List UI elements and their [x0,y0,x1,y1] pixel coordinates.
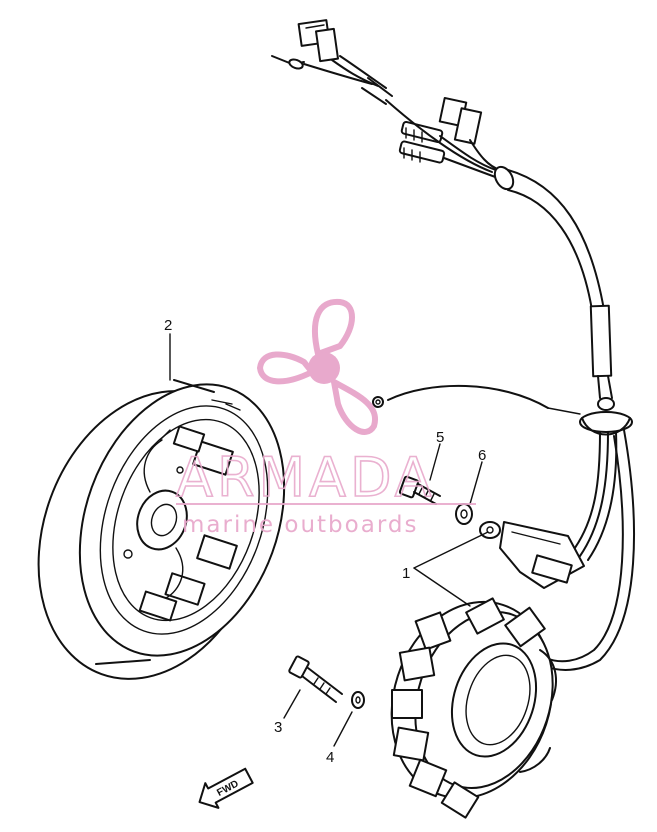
flywheel-magnets [138,425,238,622]
callout-3: 3 [274,719,282,736]
cable-grommet [579,397,633,436]
fwd-direction-arrow: FWD [198,767,254,809]
callout-6: 6 [478,447,486,464]
callout-5: 5 [436,429,444,446]
washer-upper [455,503,473,525]
bullet-terminal [271,55,305,70]
long-bolt [288,655,343,703]
callout-1: 1 [402,565,410,582]
callout-4: 4 [326,749,334,766]
pulser-coil [479,521,585,589]
watermark-brand: ARMADA [176,446,436,509]
watermark: ARMADA marine outboards [175,298,476,538]
watermark-tagline: marine outboards [182,512,418,538]
ring-terminal [372,396,384,408]
harness-connector-middle [438,96,483,145]
harness-connector-top [297,19,340,63]
flywheel-rotor [37,379,286,680]
propeller-logo-icon [257,298,379,435]
short-bolt [398,475,441,505]
wire-harness [271,19,635,671]
washer-lower [351,691,365,709]
callout-2: 2 [164,317,172,334]
stator-assembly [390,597,557,819]
stator-poles [391,597,546,819]
leader-lines [169,333,489,747]
